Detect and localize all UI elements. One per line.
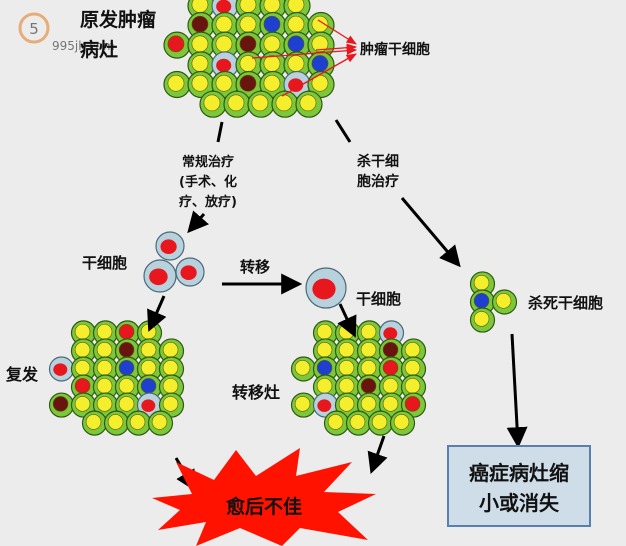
tumor-cell — [103, 410, 130, 436]
metastasis-arrow-label: 转移 — [240, 258, 270, 276]
recurrence-tumor-cluster — [48, 320, 185, 436]
conventional-therapy-2: (手术、化 — [179, 174, 237, 190]
tumor-cell — [114, 338, 141, 364]
tumor-cell — [378, 356, 405, 382]
stem-cell — [312, 392, 339, 418]
tumor-cell — [158, 374, 185, 400]
tumor-cell — [147, 410, 174, 436]
tumor-cell — [283, 11, 311, 40]
watermark: 5 995jk.com — [18, 12, 115, 53]
recurrence-label: 复发 — [5, 365, 39, 384]
tumor-cell — [70, 338, 97, 364]
tumor-cell — [247, 90, 275, 118]
tumor-cell — [312, 338, 339, 364]
tumor-cell — [400, 356, 427, 382]
tumor-cell — [235, 31, 263, 59]
svg-text:5: 5 — [29, 20, 39, 38]
stem-cell — [136, 392, 163, 418]
metastatic-lesion-label: 转移灶 — [232, 383, 280, 402]
tumor-cell — [187, 11, 215, 40]
poor-prognosis-label: 愈后不佳 — [226, 495, 302, 518]
tumor-cell — [378, 338, 405, 364]
stem-cell-label-left: 干细胞 — [82, 254, 127, 272]
stem-cell — [48, 356, 75, 382]
primary-tumor-label-2: 病灶 — [80, 38, 118, 61]
tumor-cell — [323, 410, 350, 436]
tumor-cell — [290, 356, 317, 382]
tumor-stem-cell-label: 肿瘤干细胞 — [360, 41, 430, 58]
poor-prognosis-burst — [152, 448, 376, 546]
kill-stem-therapy-1: 杀干细 — [357, 153, 399, 170]
arrow-metastatic-to-burst — [367, 435, 388, 474]
result-line-1: 癌症病灶缩 — [469, 461, 569, 485]
killed-stem-cell-label: 杀死干细胞 — [528, 294, 603, 312]
tumor-cell — [187, 51, 215, 79]
arrow-primary-to-conventional — [216, 121, 224, 143]
primary-tumor-label-1: 原发肿瘤 — [80, 8, 156, 31]
tumor-cell — [491, 289, 518, 315]
tumor-cell — [400, 374, 427, 400]
tumor-cell — [199, 90, 227, 118]
arrow-stem-to-recurrence — [147, 295, 167, 332]
primary-tumor-cluster — [163, 0, 335, 118]
tumor-cell — [259, 70, 287, 99]
tumor-cell — [211, 70, 239, 99]
tumor-cell — [158, 356, 185, 382]
arrow-killed-to-result — [506, 333, 528, 449]
stem-cell — [143, 259, 177, 293]
result-line-2: 小或消失 — [479, 491, 560, 515]
tumor-cell — [187, 70, 215, 99]
tumor-cell — [334, 356, 361, 382]
tumor-cell — [163, 70, 191, 99]
conventional-therapy-1: 常规治疗 — [182, 154, 234, 170]
tumor-cell — [158, 392, 185, 418]
stem-cell — [175, 257, 205, 287]
tumor-cell — [378, 392, 405, 418]
tumor-cell — [235, 70, 263, 99]
metastatic-tumor-cluster — [290, 320, 427, 436]
stem-cell-single-right — [305, 267, 347, 309]
tumor-cell — [125, 410, 152, 436]
tumor-cell — [356, 392, 383, 418]
tumor-cell — [70, 320, 97, 346]
stem-cell — [305, 267, 347, 309]
watermark-site: 995jk.com — [52, 39, 115, 53]
tumor-cell — [92, 374, 119, 400]
tumor-cell — [81, 410, 108, 436]
arrow-conventional-to-stem — [187, 210, 209, 234]
killed-stem-cell-cluster — [469, 271, 518, 333]
tumor-cell — [345, 410, 372, 436]
flow-arrows — [147, 119, 528, 492]
tumor-cell — [136, 338, 163, 364]
tumor-cell — [312, 356, 339, 382]
tumor-cell — [290, 392, 317, 418]
tumor-cell — [469, 271, 496, 297]
conventional-therapy-3: 疗、放疗) — [179, 194, 237, 210]
tumor-cell — [114, 356, 141, 382]
stem-cell-group-left — [143, 231, 205, 293]
tumor-cell — [163, 31, 191, 59]
tumor-cell — [469, 307, 496, 333]
tumor-cell — [389, 410, 416, 436]
tumor-cell — [334, 374, 361, 400]
tumor-cell — [312, 374, 339, 400]
tumor-cell — [223, 90, 251, 118]
stem-cell — [155, 231, 185, 261]
tumor-cell — [367, 410, 394, 436]
arrow-stem-to-metastatic — [337, 303, 357, 338]
stem-cell-pointers — [251, 19, 358, 97]
tumor-cell — [295, 90, 323, 118]
tumor-cell — [259, 11, 287, 40]
arrow-kill-to-killed — [400, 197, 461, 268]
stem-cell — [378, 320, 405, 346]
tumor-cell — [271, 90, 299, 118]
5-logo-icon — [18, 12, 50, 44]
kill-stem-therapy-2: 胞治疗 — [356, 173, 399, 190]
arrow-primary-to-kill — [334, 119, 352, 143]
stem-cell-label-right: 干细胞 — [356, 290, 401, 308]
tumor-cell — [48, 392, 75, 418]
tumor-cell — [307, 31, 335, 59]
result-box — [447, 445, 591, 527]
